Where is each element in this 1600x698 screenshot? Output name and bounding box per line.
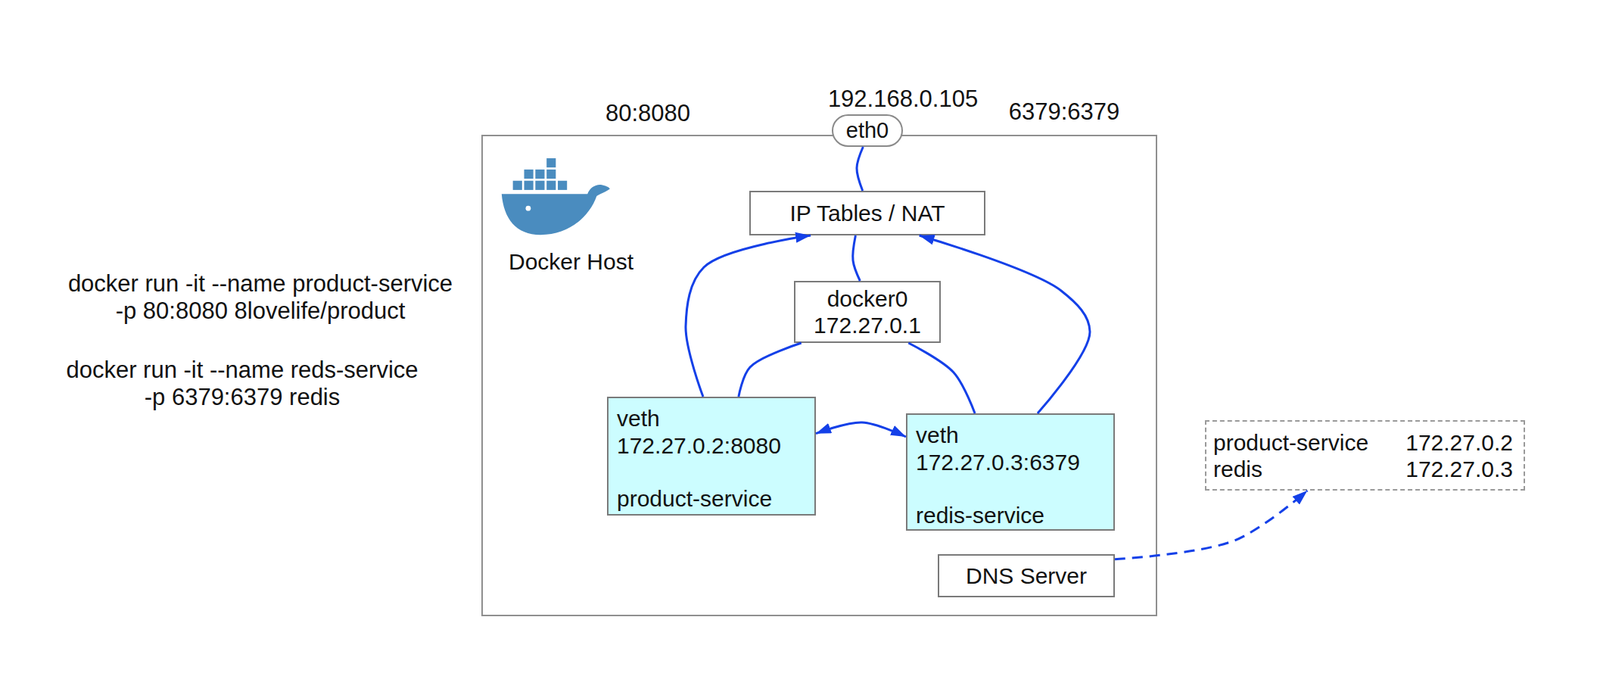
- network-link: [919, 235, 1090, 414]
- table-cell: redis: [1213, 455, 1406, 483]
- container-text: product-service: [616, 485, 807, 513]
- iptables-box: IP Tables / NAT: [749, 190, 986, 236]
- network-link: [908, 342, 975, 414]
- port-mapping: 6379:6379: [1008, 98, 1121, 126]
- dns-lookup-arrow: [1114, 490, 1308, 560]
- container-block: [535, 180, 545, 190]
- container-block: [546, 158, 556, 168]
- port-mapping: 80:8080: [605, 99, 691, 128]
- container-block: [546, 180, 556, 190]
- container-text: 172.27.0.3:6379: [915, 448, 1106, 477]
- whale-body: [501, 184, 611, 235]
- bridge-box: docker0172.27.0.1: [793, 280, 941, 343]
- command-text: docker run -it --name product-service -p…: [62, 270, 458, 325]
- whale-eye: [526, 205, 532, 212]
- network-link: [738, 342, 802, 397]
- container-box: veth172.27.0.3:6379 redis-service: [905, 413, 1115, 531]
- table-cell: product-service: [1213, 429, 1406, 456]
- interface-name: eth0: [846, 118, 889, 144]
- dns-server-box: DNS Server: [937, 554, 1115, 598]
- container-block: [535, 169, 545, 179]
- container-text: veth: [915, 421, 1106, 449]
- command-text: docker run -it --name reds-service -p 63…: [59, 356, 425, 411]
- network-link: [815, 422, 906, 437]
- table-cell: 172.27.0.3: [1405, 455, 1513, 483]
- whale-containers: [513, 158, 568, 190]
- container-block: [546, 169, 556, 179]
- box-text: 172.27.0.1: [813, 311, 922, 339]
- container-box: veth172.27.0.2:8080 product-service: [607, 396, 816, 516]
- network-link: [685, 235, 811, 397]
- network-link: [852, 235, 860, 281]
- container-block: [557, 180, 567, 190]
- container-block: [524, 169, 534, 179]
- container-text: veth: [616, 404, 807, 433]
- container-text: redis-service: [915, 501, 1106, 530]
- box-text: docker0: [827, 285, 909, 312]
- container-block: [513, 180, 523, 190]
- box-text: DNS Server: [965, 562, 1087, 589]
- host-title: Docker Host: [508, 248, 634, 276]
- table-cell: 172.27.0.2: [1405, 429, 1513, 456]
- container-block: [524, 180, 534, 190]
- network-interface: eth0: [831, 114, 903, 147]
- dns-table: product-service172.27.0.2redis172.27.0.3: [1204, 420, 1526, 491]
- box-text: IP Tables / NAT: [789, 199, 945, 227]
- docker-whale-icon: [499, 155, 611, 237]
- ip-address: 192.168.0.105: [828, 85, 978, 113]
- container-text: 172.27.0.2:8080: [616, 432, 807, 460]
- network-link: [856, 146, 863, 191]
